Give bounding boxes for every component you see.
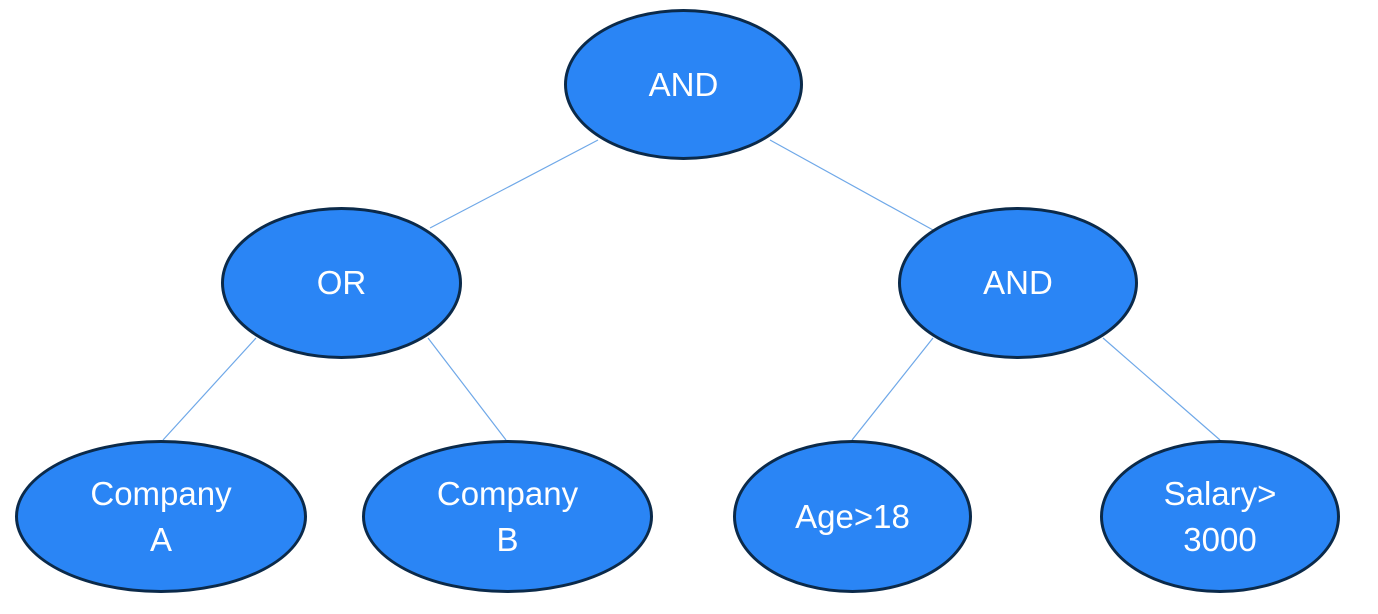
node-company-b: Company B bbox=[362, 440, 653, 593]
edge-or-company-b bbox=[427, 337, 507, 441]
node-label-line: A bbox=[149, 520, 172, 558]
edge-root-or bbox=[429, 139, 599, 229]
node-label: AND bbox=[983, 264, 1053, 301]
node-label-line: 3000 bbox=[1183, 520, 1257, 558]
node-label: OR bbox=[316, 264, 367, 301]
edge-root-and bbox=[769, 139, 934, 231]
node-label: AND bbox=[648, 65, 719, 103]
node-and: AND bbox=[898, 207, 1138, 359]
node-age: Age>18 bbox=[733, 440, 972, 593]
edge-and-salary bbox=[1102, 337, 1221, 441]
node-salary: Salary> 3000 bbox=[1100, 440, 1340, 593]
node-label-line: Company bbox=[436, 474, 579, 512]
node-label-line: B bbox=[496, 520, 519, 558]
node-or: OR bbox=[221, 207, 462, 359]
node-label-line: Salary> bbox=[1163, 474, 1277, 512]
edge-and-age bbox=[851, 337, 934, 441]
edge-or-company-a bbox=[162, 337, 257, 441]
node-label-line: Age>18 bbox=[795, 497, 910, 535]
node-root-and: AND bbox=[564, 9, 803, 160]
node-label-line: Company bbox=[90, 474, 232, 512]
node-company-a: Company A bbox=[15, 440, 307, 593]
